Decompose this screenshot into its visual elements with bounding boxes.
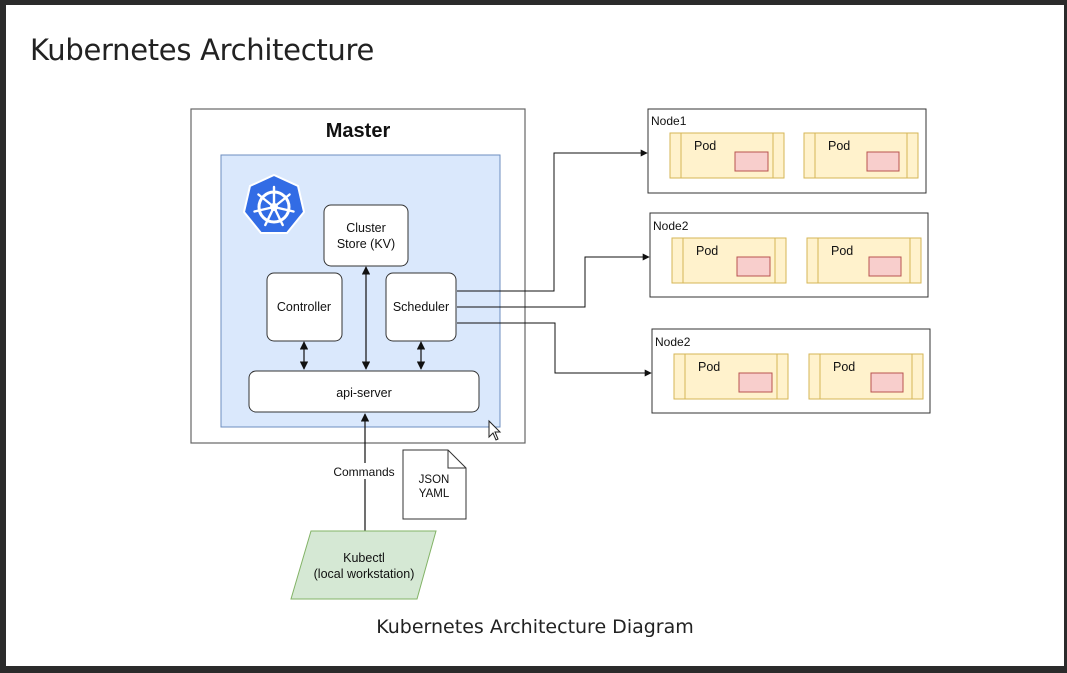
cluster-store-label-line1: Cluster (346, 221, 386, 235)
controller-box (266, 272, 343, 342)
pod-label: Pod (696, 244, 718, 258)
api-server-label: api-server (336, 386, 392, 400)
pod: Pod (808, 353, 924, 400)
kubectl-label-line2: (local workstation) (314, 567, 415, 581)
mouse-cursor-icon (488, 419, 502, 441)
container (870, 372, 904, 393)
node-1-label: Node1 (651, 114, 687, 128)
kubernetes-logo-icon (242, 173, 306, 234)
controller-label: Controller (277, 300, 331, 314)
scheduler-node3-arrow (457, 322, 652, 377)
pod: Pod (673, 353, 789, 400)
kubectl-shape (290, 530, 437, 600)
pod: Pod (671, 237, 787, 284)
node-2-label: Node2 (653, 219, 689, 233)
document-label-json: JSON (419, 474, 450, 486)
node-3-label: Node2 (655, 335, 691, 349)
diagram-caption: Kubernetes Architecture Diagram (376, 616, 694, 638)
api-server-box (248, 370, 480, 413)
scheduler-box (385, 272, 457, 342)
scheduler-label: Scheduler (393, 300, 449, 314)
scheduler-node1-arrow (457, 149, 648, 292)
pod: Pod (803, 132, 919, 179)
pod-label: Pod (831, 244, 853, 258)
commands-label-bg (328, 463, 396, 479)
cluster-store-label-line2: Store (KV) (337, 237, 395, 251)
pod-label: Pod (828, 139, 850, 153)
container (866, 151, 900, 172)
content-panel: Kubernetes Architecture Master (6, 5, 1064, 666)
node-1: Node1 Pod Pod (647, 108, 927, 194)
container (734, 151, 769, 172)
container (868, 256, 902, 277)
pod-label: Pod (833, 360, 855, 374)
pod-label: Pod (694, 139, 716, 153)
node-3: Node2 Pod Pod (651, 328, 931, 414)
container (736, 256, 771, 277)
document-icon (402, 449, 467, 520)
document-label-yaml: YAML (419, 488, 450, 500)
pod-label: Pod (698, 360, 720, 374)
kubernetes-architecture-diagram: Master Cluster Store (KV) Controller (190, 108, 931, 600)
node-2: Node2 Pod Pod (649, 212, 929, 298)
scheduler-node2-arrow (457, 253, 650, 308)
pod: Pod (806, 237, 922, 284)
commands-label: Commands (333, 465, 394, 479)
container (738, 372, 773, 393)
pod: Pod (669, 132, 785, 179)
page-title: Kubernetes Architecture (30, 33, 375, 67)
kubectl-label-line1: Kubectl (343, 551, 385, 565)
cluster-store-box (323, 204, 409, 267)
master-title: Master (326, 120, 391, 142)
